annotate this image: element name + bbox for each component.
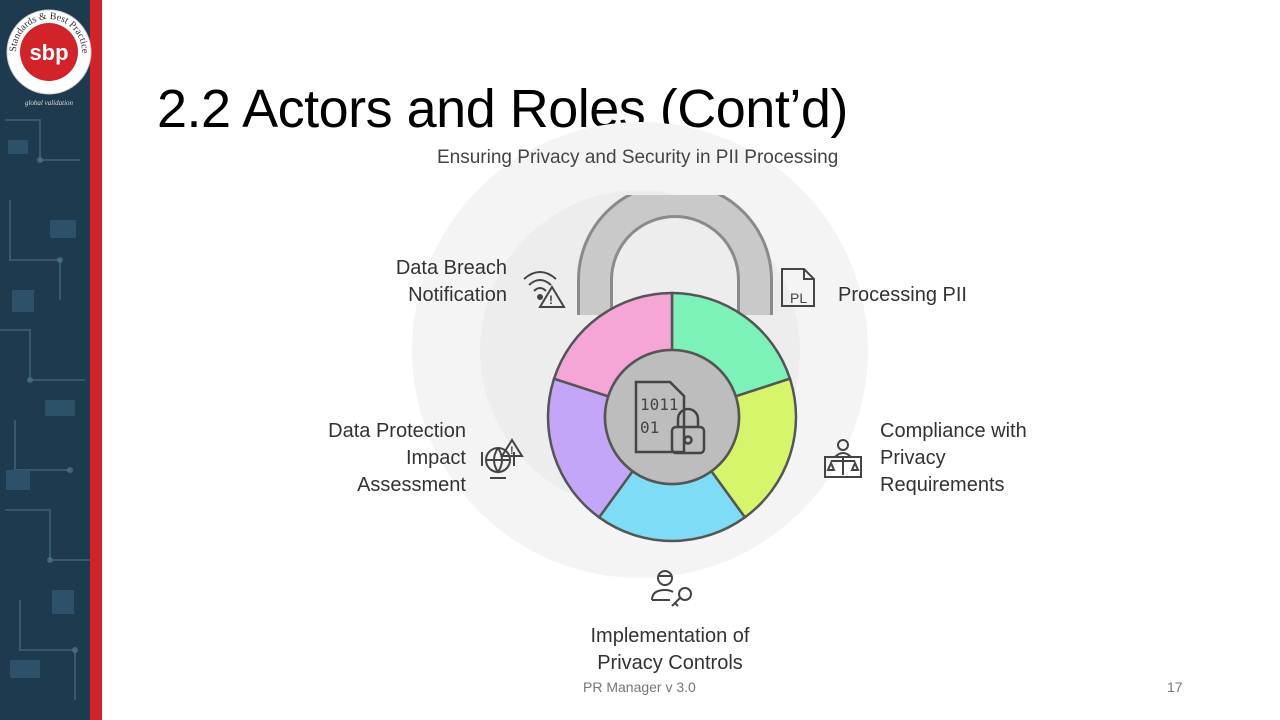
sidebar-background (0, 0, 90, 720)
label-implementation-line-2: Privacy Controls (597, 652, 743, 674)
lock-center (603, 348, 741, 486)
logo-brand: sbp (29, 40, 68, 65)
label-breach-line-2: Notification (408, 284, 507, 306)
label-implementation: Implementation of Privacy Controls (570, 623, 770, 677)
sbp-logo: Standards & Best Practice sbp global val… (4, 4, 94, 107)
label-breach-line-1: Data Breach (395, 257, 507, 279)
svg-text:PL: PL (790, 290, 807, 306)
logo-tagline: global validation (25, 99, 74, 107)
page-number: 17 (1167, 679, 1183, 695)
globe-warning-icon: ! (481, 438, 524, 479)
binary-document-lock-icon (634, 380, 706, 455)
circuit-texture (0, 0, 90, 720)
label-dpia: Data Protection Impact Assessment (280, 418, 466, 499)
wifi-warning-icon: ! (523, 271, 566, 308)
label-compliance-line-1: Compliance with (880, 420, 1027, 442)
label-compliance: Compliance with Privacy Requirements (880, 418, 1027, 499)
lock-shackle (580, 195, 770, 315)
svg-text:!: ! (549, 293, 553, 307)
slide-title: 2.2 Actors and Roles (Cont’d) (157, 79, 848, 139)
accent-bar (90, 0, 102, 720)
lock-diagram: 1011 01 (546, 195, 798, 543)
center-digits-1: 1011 (640, 395, 679, 414)
label-breach: Data Breach Notification (340, 255, 507, 309)
document-pii-icon: PL (781, 268, 815, 307)
label-implementation-line-1: Implementation of (590, 625, 750, 647)
scales-person-icon (824, 439, 862, 478)
lock-segments (546, 291, 798, 543)
label-compliance-line-2: Privacy (880, 447, 946, 469)
footer-text: PR Manager v 3.0 (583, 679, 696, 695)
label-dpia-line-3: Assessment (357, 474, 466, 496)
label-processing-pii: Processing PII (838, 284, 967, 306)
label-compliance-line-3: Requirements (880, 474, 1005, 496)
svg-text:!: ! (510, 445, 514, 457)
person-key-icon (651, 570, 692, 607)
diagram-title: Ensuring Privacy and Security in PII Pro… (437, 147, 839, 168)
label-dpia-line-1: Data Protection (328, 420, 466, 442)
label-dpia-line-2: Impact (405, 447, 466, 469)
center-digits-2: 01 (640, 418, 659, 437)
